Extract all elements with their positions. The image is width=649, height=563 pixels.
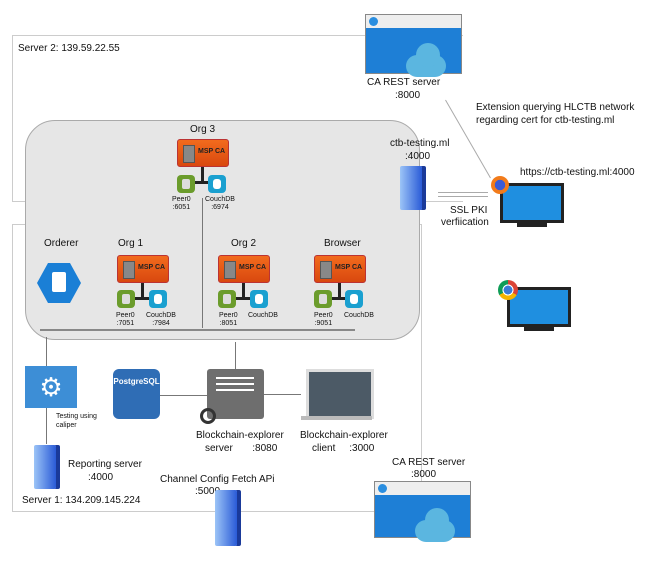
browser-url: https://ctb-testing.ml:4000 <box>520 167 635 178</box>
postgres-icon: PostgreSQL <box>113 369 160 419</box>
org1-peer-icon <box>117 290 135 308</box>
ca-rest-top-icon <box>365 14 462 77</box>
server1-label: Server 1: 134.209.145.224 <box>22 495 141 506</box>
org2-title: Org 2 <box>231 238 257 249</box>
org3-title: Org 3 <box>190 124 216 135</box>
ca-rest-top-label: CA REST server <box>367 77 441 88</box>
channel-config-server-icon <box>215 490 237 546</box>
reporting-label: Reporting server <box>68 459 142 470</box>
org3-msp-ca: MSP CA <box>177 139 229 167</box>
ssl-label: SSL PKI <box>450 205 488 216</box>
browser-org-title: Browser <box>324 238 361 249</box>
caliper-label: Testing using <box>56 413 97 420</box>
laptop-icon <box>306 369 374 419</box>
orderer-title: Orderer <box>44 238 79 249</box>
org1-title: Org 1 <box>118 238 144 249</box>
network-bus <box>40 329 355 331</box>
browser-msp-ca: MSP CA <box>314 255 366 283</box>
ctb-server-icon <box>400 166 422 210</box>
browser-peer-icon <box>314 290 332 308</box>
chrome-monitor-icon <box>507 287 571 327</box>
org2-peer-icon <box>218 290 236 308</box>
ctb-label: ctb-testing.ml <box>390 138 450 149</box>
org2-couchdb-icon <box>250 290 268 308</box>
ca-rest-bottom-label: CA REST server <box>392 457 466 468</box>
channel-config-label: Channel Config Fetch APi <box>160 474 275 485</box>
caliper-gears-icon: ⚙ <box>25 366 77 408</box>
org3-couchdb-icon <box>208 175 226 193</box>
ca-rest-bottom-icon <box>374 481 471 542</box>
reporting-server-icon <box>34 445 56 489</box>
firefox-icon <box>491 176 509 194</box>
ssl-arrow <box>438 192 488 197</box>
server2-label: Server 2: 139.59.22.55 <box>18 43 120 54</box>
org1-couchdb-icon <box>149 290 167 308</box>
explorer-client-label: Blockchain-explorer <box>300 430 388 441</box>
explorer-server-port: server :8080 <box>205 443 278 454</box>
ca-rest-top-port: :8000 <box>395 90 421 101</box>
org3-peer-icon <box>177 175 195 193</box>
reporting-port: :4000 <box>88 472 114 483</box>
explorer-server-label: Blockchain-explorer <box>196 430 284 441</box>
explorer-client-port: client :3000 <box>312 443 375 454</box>
org1-msp-ca: MSP CA <box>117 255 169 283</box>
ca-rest-bottom-port: :8000 <box>411 469 437 480</box>
search-icon <box>200 408 216 424</box>
extension-note: Extension querying HLCTB network <box>476 102 635 113</box>
browser-couchdb-icon <box>345 290 363 308</box>
extension-note-2: regarding cert for ctb-testing.ml <box>476 115 615 126</box>
channel-config-port: :5000 <box>195 486 221 497</box>
ssl-label-2: verfiication <box>441 217 489 228</box>
chrome-icon <box>498 280 518 300</box>
firefox-monitor-icon <box>500 183 564 223</box>
ctb-port: :4000 <box>405 151 431 162</box>
org2-msp-ca: MSP CA <box>218 255 270 283</box>
